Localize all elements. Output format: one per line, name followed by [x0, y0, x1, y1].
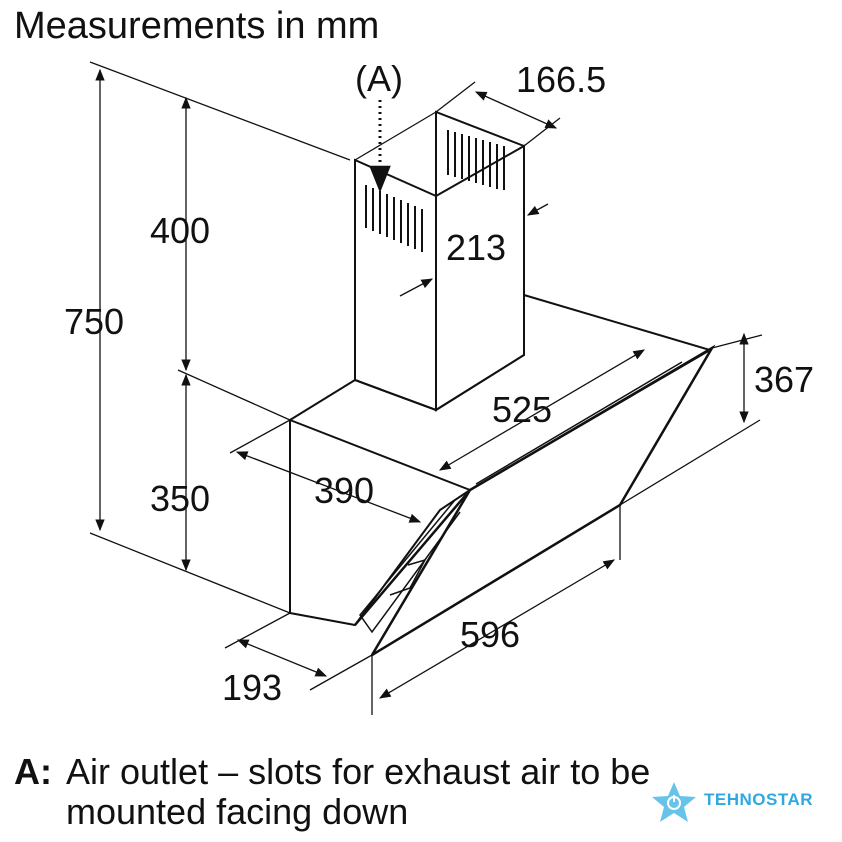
callout-a-label: (A)	[355, 58, 403, 99]
diagram-title: Measurements in mm	[14, 5, 380, 47]
dim-glass-height: 367	[754, 359, 814, 400]
dim-canopy-depth: 390	[314, 470, 374, 511]
legend-note: A: Air outlet – slots for exhaust air to …	[14, 752, 650, 832]
legend-key: A:	[14, 751, 52, 792]
star-logo-icon	[652, 782, 696, 822]
dim-glass-width: 525	[492, 389, 552, 430]
legend-line-2: mounted facing down	[66, 791, 409, 832]
dimension-labels: (A) 166.5 213 400 750 350 390 525 367 59…	[64, 58, 814, 708]
vent-slots	[365, 130, 505, 252]
dim-base-depth: 193	[222, 667, 282, 708]
dimension-lines	[89, 61, 763, 715]
dim-hood-height: 350	[150, 478, 210, 519]
chimney-side-face	[435, 144, 525, 412]
dim-total-height: 750	[64, 301, 124, 342]
dim-chimney-height: 400	[150, 210, 210, 251]
hood-outline	[289, 110, 716, 657]
dim-chimney-width: 166.5	[516, 59, 606, 100]
watermark-text: TEHNOSTAR	[704, 790, 814, 809]
dim-chimney-depth: 213	[446, 227, 506, 268]
tehnostar-watermark: TEHNOSTAR	[646, 780, 836, 824]
dim-overall-width: 596	[460, 614, 520, 655]
chimney-front-face	[354, 158, 437, 412]
legend-line-1: Air outlet – slots for exhaust air to be	[66, 751, 651, 792]
